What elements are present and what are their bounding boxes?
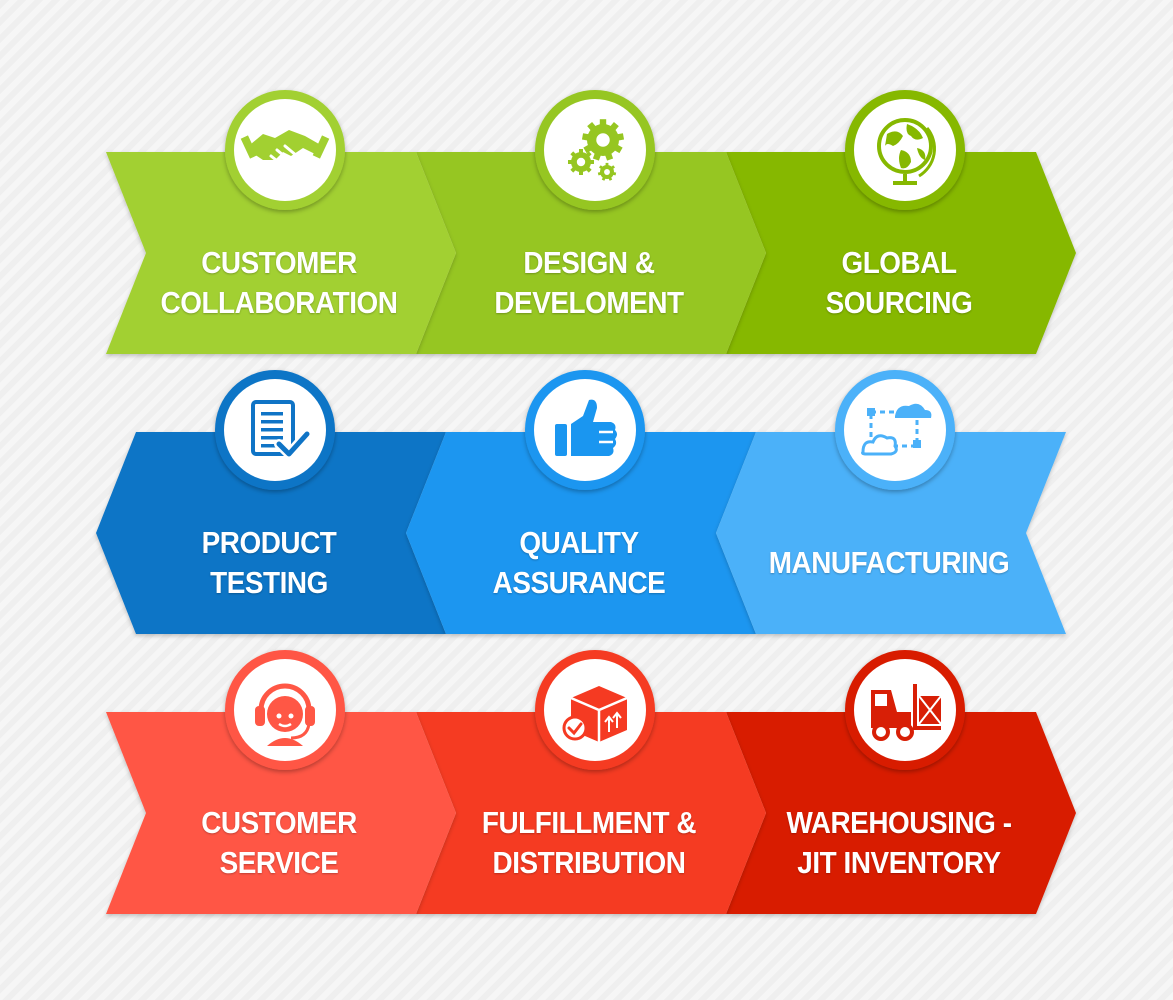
stage-arrow-r1-s1 — [106, 152, 456, 354]
stage-label-line: COLLABORATION — [160, 285, 398, 320]
stage-label-r3-s3: WAREHOUSING - JIT INVENTORY — [764, 803, 1034, 883]
stage-label-r2-s2: QUALITY ASSURANCE — [444, 523, 714, 603]
stage-badge-r3-s2 — [535, 650, 655, 770]
stage-label-line: CUSTOMER — [201, 245, 357, 280]
stage-badge-r1-s3 — [845, 90, 965, 210]
stage-label-r3-s1: CUSTOMER SERVICE — [144, 803, 414, 883]
stage-badge-r2-s3 — [835, 370, 955, 490]
stage-label-r1-s2: DESIGN & DEVELOMENT — [454, 243, 724, 323]
stage-badge-r2-s2 — [525, 370, 645, 490]
stage-label-line: TESTING — [210, 565, 328, 600]
stage-arrow-r1-s3 — [726, 152, 1076, 354]
stage-label-r2-s1: PRODUCT TESTING — [134, 523, 404, 603]
cloud-network-icon — [861, 403, 932, 456]
stage-label-line: GLOBAL — [841, 245, 957, 280]
stage-label-line: CUSTOMER — [201, 805, 357, 840]
stage-badge-r3-s1 — [225, 650, 345, 770]
stage-arrow-r2-s1 — [96, 432, 446, 634]
stage-label-line: JIT INVENTORY — [797, 845, 1001, 880]
stage-label-r1-s1: CUSTOMER COLLABORATION — [144, 243, 414, 323]
thumbs-up-icon — [555, 399, 617, 456]
checklist-icon — [251, 400, 312, 459]
stage-arrows — [96, 152, 1076, 914]
headset-agent-icon — [255, 683, 315, 746]
stage-label-line: SERVICE — [219, 845, 339, 880]
stage-label-line: MANUFACTURING — [768, 545, 1010, 580]
stage-label-line: QUALITY — [519, 525, 639, 560]
stage-icon-badges — [215, 90, 965, 770]
stage-label-line: DISTRIBUTION — [492, 845, 686, 880]
stage-label-line: WAREHOUSING - — [786, 805, 1012, 840]
stage-label-r1-s3: GLOBAL SOURCING — [764, 243, 1034, 323]
stage-label-line: PRODUCT — [201, 525, 337, 560]
stage-arrow-r3-s3 — [726, 712, 1076, 914]
stage-label-line: SOURCING — [825, 285, 973, 320]
stage-badge-r3-s3 — [845, 650, 965, 770]
stage-label-line: ASSURANCE — [492, 565, 666, 600]
package-box-icon — [562, 686, 628, 742]
stage-badge-r1-s1 — [225, 90, 345, 210]
stage-label-r2-s3: MANUFACTURING — [754, 543, 1024, 583]
stage-label-line: FULFILLMENT & — [481, 805, 697, 840]
stage-arrow-r3-s2 — [416, 712, 766, 914]
globe-icon — [877, 118, 936, 185]
stage-label-line: DESIGN & — [523, 245, 655, 280]
stage-label-line: DEVELOMENT — [494, 285, 684, 320]
stage-arrow-r2-s2 — [406, 432, 756, 634]
stage-badge-r2-s1 — [215, 370, 335, 490]
stage-arrow-r2-s3 — [716, 432, 1066, 634]
forklift-icon — [871, 684, 942, 741]
stage-label-r3-s2: FULFILLMENT & DISTRIBUTION — [454, 803, 724, 883]
stage-arrow-r3-s1 — [106, 712, 456, 914]
handshake-icon — [240, 130, 330, 166]
stage-arrow-r1-s2 — [416, 152, 766, 354]
gears-icon — [568, 119, 625, 181]
stage-badge-r1-s2 — [535, 90, 655, 210]
